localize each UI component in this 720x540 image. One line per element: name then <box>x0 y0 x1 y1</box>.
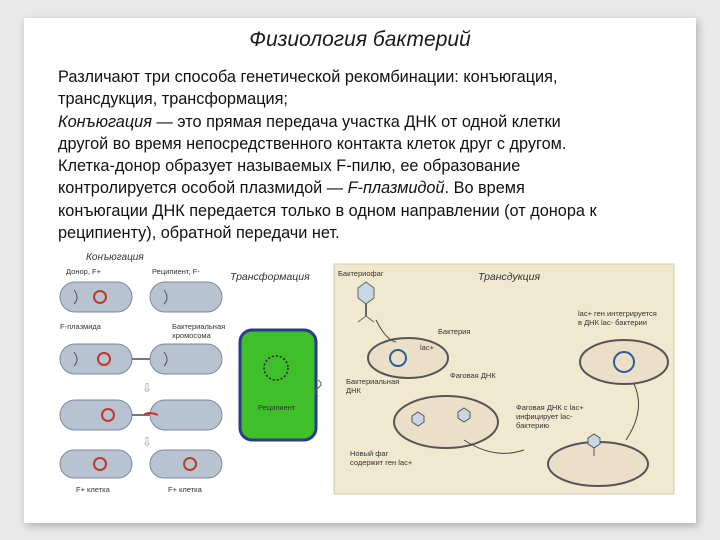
bacterium-cell <box>547 441 649 487</box>
transduction-heading: Трансдукция <box>478 271 541 283</box>
text-line: Различают три способа генетической реком… <box>58 68 558 86</box>
figure-svg: Конъюгация Донор, F+ Реципиент, F- F-пла… <box>59 252 675 495</box>
donor-cell <box>59 281 133 313</box>
recombination-figure: Конъюгация Донор, F+ Реципиент, F- F-пла… <box>46 250 686 498</box>
chromosome-icon <box>163 289 168 305</box>
bacterium-cell <box>393 395 499 449</box>
phage-head-icon <box>411 411 425 427</box>
bacterial-dna-icon <box>389 349 407 367</box>
f-plasmid-icon <box>93 290 107 304</box>
transduction-panel: Бактериофаг Трансдукция lac+ Бактерия Фа… <box>333 263 675 495</box>
chromosome-icon <box>73 289 78 305</box>
process-arrow-icon <box>375 319 397 343</box>
f-plus-cell <box>59 449 133 479</box>
text-line: контролируется особой плазмидой — F-плаз… <box>58 177 688 199</box>
donor-label: Донор, F+ <box>66 267 102 276</box>
chromosome-icon <box>163 351 168 367</box>
text-line: трансдукция, трансформация; <box>58 90 288 109</box>
bacterium-cell <box>367 337 449 379</box>
chromosome-label-1: Бактериальная <box>172 322 225 331</box>
free-dna-icon <box>314 379 322 397</box>
f-plasmid-icon <box>97 352 111 366</box>
new-phage-label-1: Новый фаг <box>350 449 389 458</box>
text-line: другой во время непосредственного контак… <box>58 134 567 153</box>
text-fragment: контролируется особой плазмидой — <box>58 179 348 198</box>
text-fragment: . Во время <box>444 179 525 198</box>
recipient-label: Реципиент, F- <box>152 267 200 276</box>
transformation-recipient-label: Реципиент <box>258 403 296 412</box>
phage-legs-icon <box>357 315 375 323</box>
f-cell-right-label: F+ клетка <box>168 485 203 494</box>
f-plasmid-icon <box>101 408 115 422</box>
text-line: Клетка-донор образует называемых F-пилю,… <box>58 157 521 176</box>
donor-cell <box>59 343 133 375</box>
f-plasmid-label: F-плазмида <box>60 322 102 331</box>
transformation-panel: Трансформация Реципиент <box>230 271 322 442</box>
process-arrow-icon <box>463 439 525 454</box>
phage-dna-label: Фаговая ДНК <box>450 371 496 380</box>
integrates-label-1: lac+ ген интегрируется <box>578 309 657 318</box>
bacterial-dna-label-1: Бактериальная <box>346 377 399 386</box>
bacterium-label: Бактерия <box>438 327 470 336</box>
dna-strand-icon <box>143 412 159 416</box>
recipient-cell <box>149 281 223 313</box>
text-line: Конъюгация — это прямая передача участка… <box>58 111 688 133</box>
infects-label-3: бактерию <box>516 421 550 430</box>
recipient-green-cell <box>238 328 318 442</box>
arrow-down-icon: ⇩ <box>142 381 152 395</box>
lac-label: lac+ <box>420 343 435 352</box>
transformation-heading: Трансформация <box>230 271 310 283</box>
integrates-label-2: в ДНК lac- бактерии <box>578 318 647 327</box>
term-conjugation: Конъюгация <box>58 112 152 131</box>
integrated-dna-icon <box>613 351 635 373</box>
text-line: конъюгации ДНК передается только в одном… <box>58 201 597 220</box>
f-plasmid-icon <box>93 457 107 471</box>
text-fragment: — это прямая передача участка ДНК от одн… <box>151 112 561 131</box>
recipient-cell <box>149 343 223 375</box>
chromosome-label-2: хромосома <box>172 331 212 340</box>
text-line: реципиенту), обратной передачи нет. <box>58 224 340 243</box>
slide: Физиология бактерий Различают три способ… <box>24 18 696 523</box>
slide-title: Физиология бактерий <box>249 28 471 51</box>
phage-head-icon <box>457 407 471 423</box>
process-arrow-icon <box>625 383 639 441</box>
new-phage-label-2: содержит ген lac+ <box>350 458 413 467</box>
recipient-cell <box>149 399 223 431</box>
arrow-down-icon: ⇩ <box>142 435 152 449</box>
conjugation-heading: Конъюгация <box>86 252 144 263</box>
f-plus-cell <box>149 449 223 479</box>
bacteriophage-label: Бактериофаг <box>338 269 384 278</box>
slide-body: Различают три способа генетической реком… <box>58 66 688 244</box>
donor-cell <box>59 399 133 431</box>
term-f-plasmid: F-плазмидой <box>347 179 445 198</box>
chromosome-icon <box>73 351 78 367</box>
dna-ring-icon <box>263 355 289 381</box>
f-plasmid-icon <box>183 457 197 471</box>
infects-label-1: Фаговая ДНК с lac+ <box>516 403 584 412</box>
bacterial-dna-label-2: ДНК <box>346 386 361 395</box>
infects-label-2: инфицирует lac- <box>516 412 573 421</box>
f-cell-left-label: F+ клетка <box>76 485 111 494</box>
bacterium-cell <box>579 339 669 385</box>
conjugation-panel: Конъюгация Донор, F+ Реципиент, F- F-пла… <box>59 252 225 494</box>
